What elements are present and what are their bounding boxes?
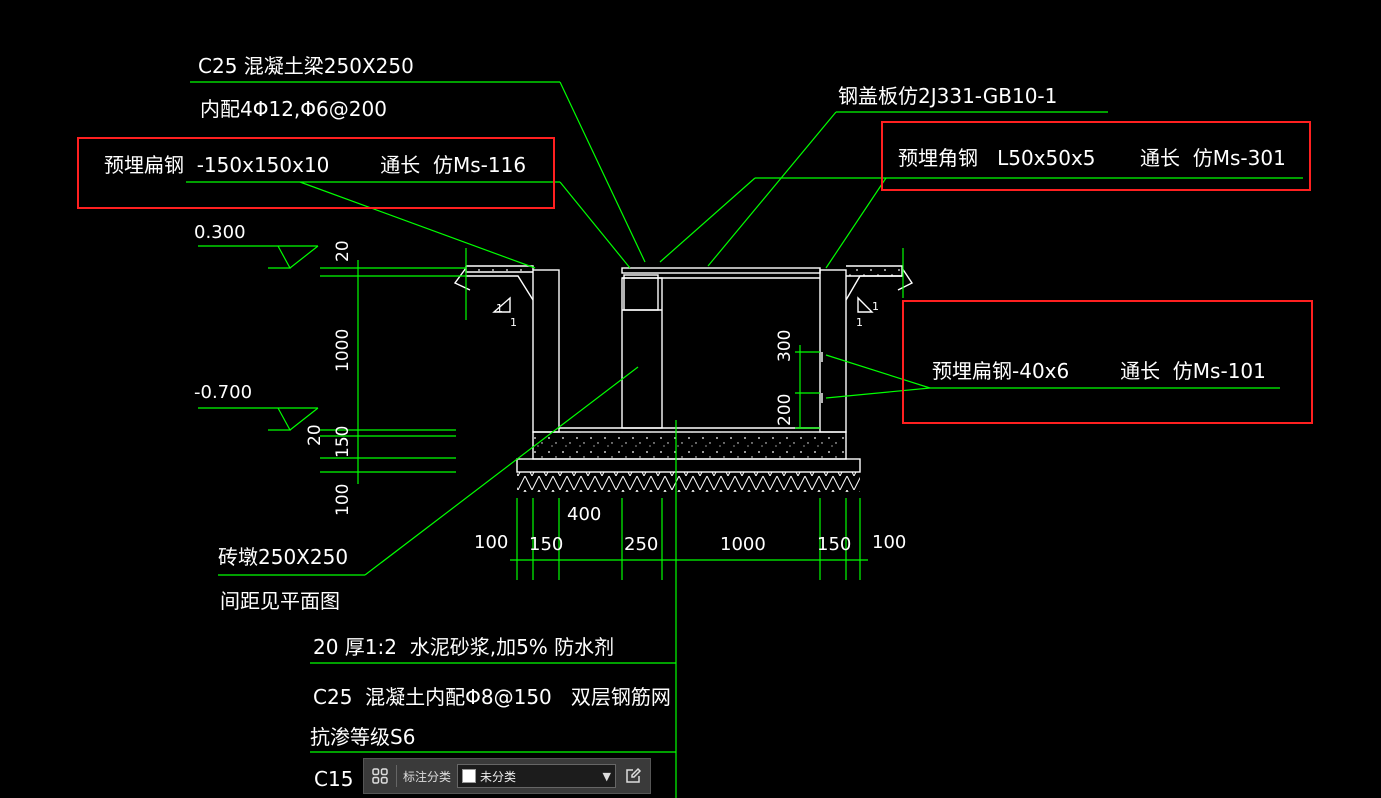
category-selected-value: 未分类 (480, 769, 517, 784)
slope-left-label: 1 (496, 302, 503, 315)
edit-icon[interactable] (622, 765, 644, 787)
beam-reinforcement-label: 内配4Φ12,Φ6@200 (200, 97, 387, 121)
dim-300: 300 (775, 330, 795, 362)
dim-1000: 1000 (333, 329, 353, 372)
beam-label: C25 混凝土梁250X250 (198, 54, 414, 78)
highlight-flat-steel-top (77, 137, 555, 209)
slope-mark-left (492, 296, 511, 313)
dim-b150-right: 150 (817, 534, 851, 555)
dim-b1000: 1000 (720, 534, 766, 555)
annotation-toolbar: 标注分类 未分类 ▼ (363, 758, 651, 794)
impermeability-label: 抗渗等级S6 (310, 725, 415, 749)
dim-150-left: 150 (333, 426, 353, 458)
c15-label: C15 (314, 767, 353, 791)
dim-400: 400 (567, 504, 601, 525)
dim-200: 200 (775, 394, 795, 426)
cover-plate-label: 钢盖板仿2J331-GB10-1 (838, 84, 1057, 108)
angle-steel-label: 预埋角钢 L50x50x5 通长 仿Ms-301 (898, 146, 1286, 170)
dim-20-mid: 20 (305, 424, 325, 446)
trench-section (453, 265, 914, 492)
dim-b150-left: 150 (529, 534, 563, 555)
slope-right-label-2: 1 (856, 316, 863, 329)
mortar-label: 20 厚1:2 水泥砂浆,加5% 防水剂 (313, 635, 614, 659)
dim-20-top: 20 (333, 240, 353, 262)
pier-label: 砖墩250X250 (218, 545, 348, 569)
category-select[interactable]: 未分类 ▼ (457, 764, 616, 788)
leader-lines (186, 81, 1303, 798)
toolbar-divider (396, 765, 397, 787)
pier-spacing-label: 间距见平面图 (220, 589, 340, 613)
annotation-category-label: 标注分类 (403, 769, 452, 784)
highlight-flat-steel-right (902, 300, 1313, 424)
concrete-label: C25 混凝土内配Φ8@150 双层钢筋网 (313, 685, 671, 709)
dim-b250: 250 (624, 534, 658, 555)
flat-steel-top-label: 预埋扁钢 -150x150x10 通长 仿Ms-116 (104, 153, 526, 177)
dim-100-left: 100 (333, 484, 353, 516)
chevron-down-icon[interactable]: ▼ (602, 769, 611, 783)
highlight-angle-steel (881, 121, 1311, 191)
slope-mark-right (857, 296, 874, 313)
level-bottom: -0.700 (194, 382, 252, 403)
category-checkbox[interactable] (462, 769, 477, 783)
level-top: 0.300 (194, 222, 246, 243)
grid-icon[interactable] (370, 766, 390, 786)
flat-steel-right-label: 预埋扁钢-40x6 通长 仿Ms-101 (932, 359, 1266, 383)
dim-b100-left: 100 (474, 532, 508, 553)
dim-b100-right: 100 (872, 532, 906, 553)
slope-left-label-2: 1 (510, 316, 517, 329)
slope-right-label: 1 (872, 300, 879, 313)
